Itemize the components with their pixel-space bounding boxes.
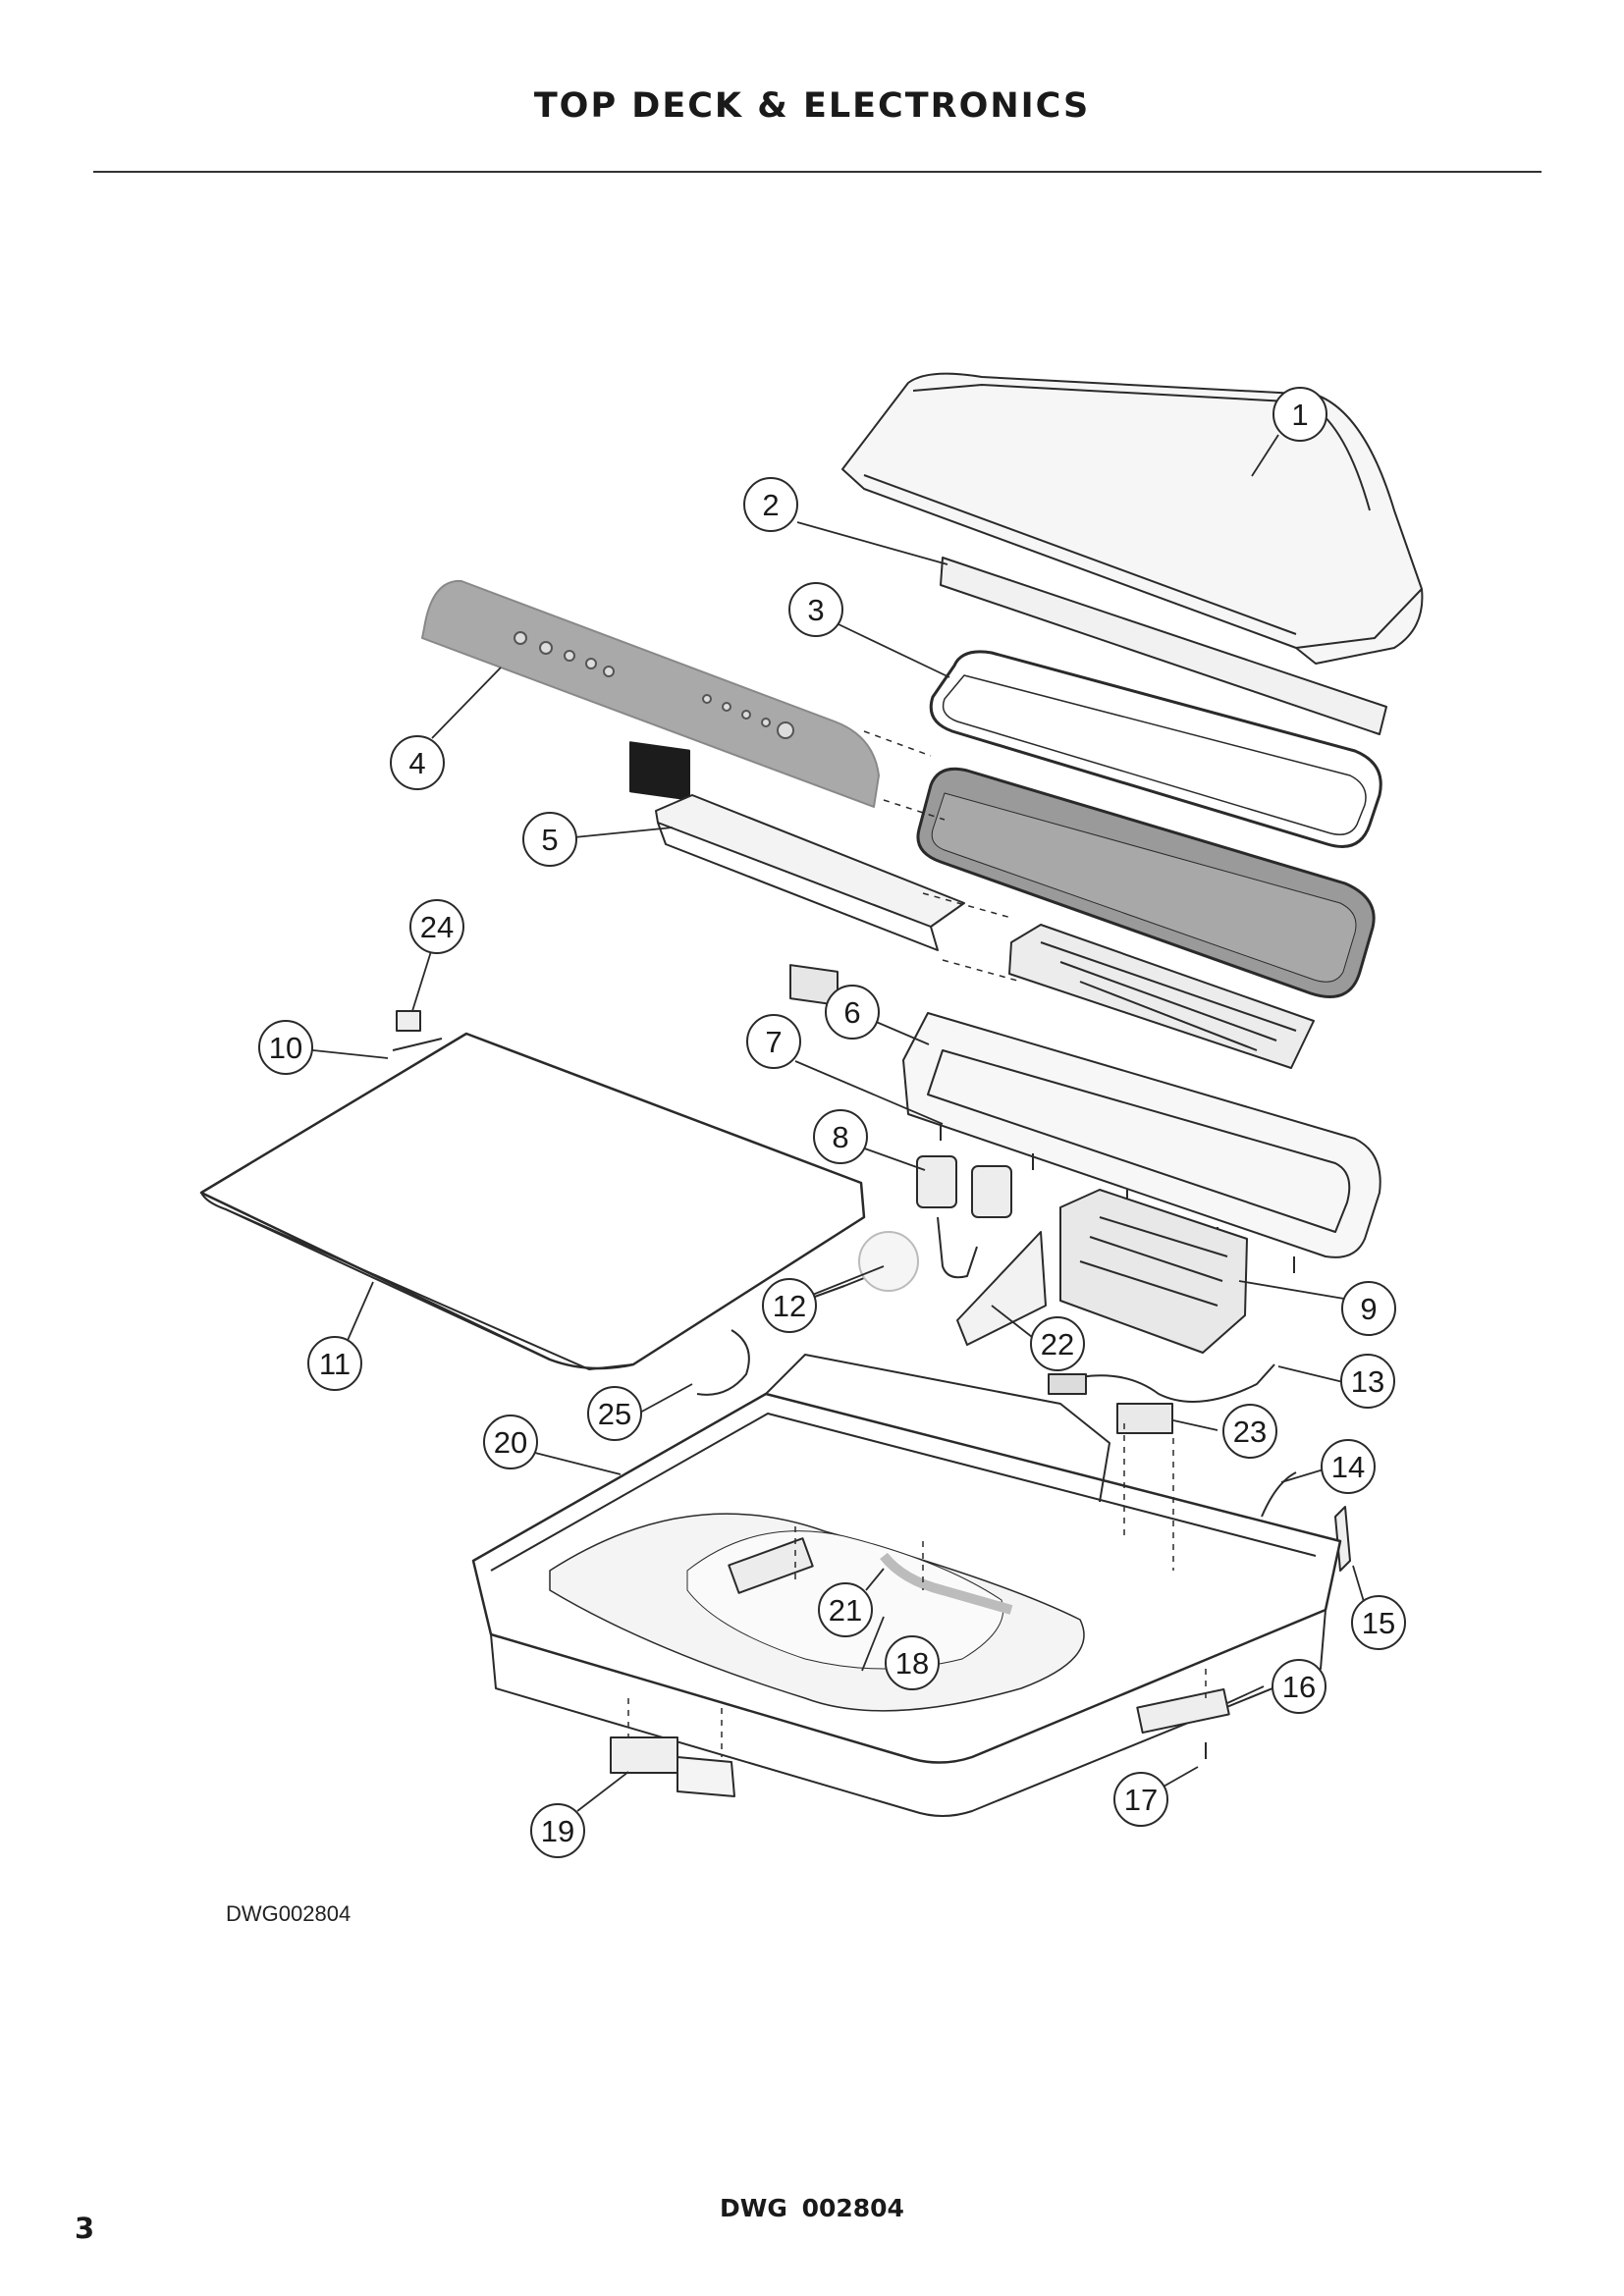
callout-14: 14: [1321, 1439, 1376, 1494]
svg-text:13: 13: [1351, 1364, 1384, 1399]
svg-text:12: 12: [773, 1289, 806, 1323]
svg-text:25: 25: [598, 1397, 631, 1431]
svg-text:3: 3: [807, 593, 824, 627]
side-bracket-part: [1334, 1506, 1351, 1572]
console-housing-part: [841, 372, 1424, 665]
svg-text:7: 7: [765, 1025, 782, 1059]
wire-harness-part: [1057, 1363, 1275, 1403]
svg-text:18: 18: [895, 1646, 929, 1681]
sensor-wire-part: [696, 1329, 750, 1396]
drawing-code: DWG002804: [226, 1901, 352, 1926]
callout-18: 18: [885, 1635, 940, 1690]
trim-strip-part: [940, 557, 1387, 735]
callout-17: 17: [1113, 1772, 1168, 1827]
lid-lock-part: [728, 1537, 814, 1594]
callout-20: 20: [483, 1415, 538, 1469]
svg-text:6: 6: [843, 995, 860, 1030]
svg-text:5: 5: [541, 823, 558, 857]
bellows-hose-part: [880, 1552, 1013, 1615]
callout-11: 11: [307, 1336, 362, 1391]
water-valve-part: [916, 1155, 1012, 1279]
callout-23: 23: [1222, 1404, 1277, 1459]
title-divider: [93, 171, 1542, 173]
svg-text:15: 15: [1362, 1606, 1395, 1640]
callout-6: 6: [825, 985, 880, 1040]
svg-text:17: 17: [1124, 1783, 1158, 1817]
callout-15: 15: [1351, 1595, 1406, 1650]
hinge-pin-part: [392, 1038, 443, 1051]
console-insert-part: [1008, 924, 1315, 1069]
alignment-lines: [627, 730, 1207, 1757]
callout-1: 1: [1272, 387, 1327, 442]
svg-text:16: 16: [1282, 1670, 1316, 1704]
drain-tube-part: [1261, 1471, 1297, 1518]
svg-text:24: 24: [420, 910, 454, 944]
svg-text:22: 22: [1041, 1327, 1074, 1362]
console-frame-part: [902, 1012, 1381, 1258]
lid-switch-part: [1116, 1403, 1173, 1434]
callout-21: 21: [818, 1582, 873, 1637]
leader-lines: [294, 434, 1366, 1812]
callout-13: 13: [1340, 1354, 1395, 1409]
callout-25: 25: [587, 1386, 642, 1441]
svg-text:9: 9: [1360, 1292, 1377, 1326]
callout-5: 5: [522, 812, 577, 867]
callout-10: 10: [258, 1020, 313, 1075]
page-number: 3: [75, 2212, 95, 2245]
callout-16: 16: [1272, 1659, 1326, 1714]
main-pcb-part: [1059, 1189, 1248, 1354]
footer-drawing-code: DWG 002804: [720, 2194, 904, 2222]
svg-text:19: 19: [541, 1814, 574, 1848]
pcb-bracket-part: [956, 1231, 1047, 1346]
hinge-clip-part: [396, 1010, 421, 1032]
callout-8: 8: [813, 1109, 868, 1164]
svg-text:21: 21: [829, 1593, 862, 1628]
callout-labels: 1 2 3 4 5 6 7 8 9 10 11 12 13 14 15 16 1…: [258, 387, 1406, 1858]
svg-text:10: 10: [269, 1031, 302, 1065]
callout-9: 9: [1341, 1281, 1396, 1336]
callout-19: 19: [530, 1803, 585, 1858]
callout-24: 24: [409, 899, 464, 954]
ui-board-part: [655, 794, 965, 1006]
svg-text:2: 2: [762, 488, 779, 522]
rear-hinge-part: [1136, 1687, 1230, 1735]
callout-12: 12: [762, 1278, 817, 1333]
svg-text:11: 11: [319, 1347, 351, 1381]
dispenser-part: [610, 1736, 735, 1797]
svg-text:8: 8: [832, 1120, 848, 1154]
svg-text:20: 20: [494, 1425, 527, 1460]
window-gasket-part: [929, 650, 1382, 848]
svg-text:1: 1: [1291, 398, 1308, 432]
page-title: TOP DECK & ELECTRONICS: [533, 86, 1091, 126]
callout-3: 3: [788, 582, 843, 637]
callout-7: 7: [746, 1014, 801, 1069]
callout-22: 22: [1030, 1316, 1085, 1371]
svg-text:4: 4: [408, 746, 425, 780]
svg-text:23: 23: [1233, 1415, 1267, 1449]
callout-2: 2: [743, 477, 798, 532]
callout-4: 4: [390, 735, 445, 790]
control-panel-overlay-part: [421, 579, 880, 808]
svg-text:14: 14: [1331, 1450, 1365, 1484]
lid-part: [199, 1032, 866, 1370]
